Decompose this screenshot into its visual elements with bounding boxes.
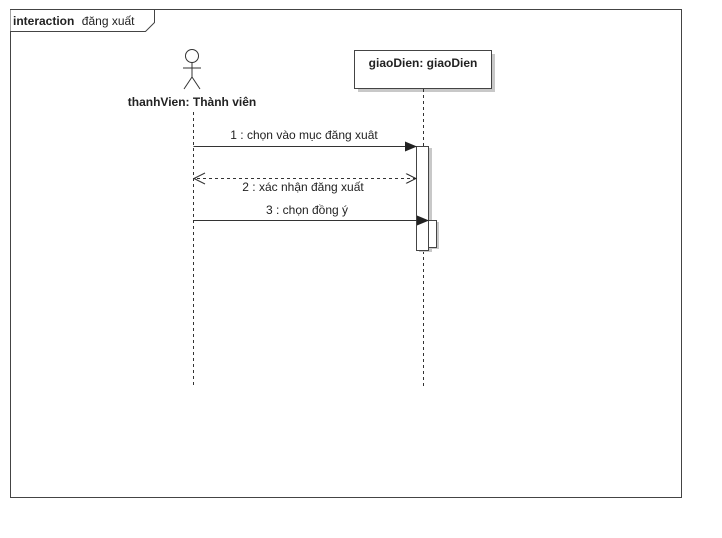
message-2-label: 2 : xác nhận đăng xuất	[242, 180, 364, 194]
message-1[interactable]: 1 : chọn vào mục đăng xuât	[193, 128, 417, 152]
message-2[interactable]: 2 : xác nhận đăng xuất	[193, 172, 417, 194]
interaction-frame: interaction đăng xuất	[10, 9, 682, 498]
message-3-label: 3 : chọn đồng ý	[266, 203, 348, 217]
activation-bar-main	[416, 146, 429, 251]
activation-bar-nested	[428, 220, 437, 248]
message-1-label: 1 : chọn vào mục đăng xuât	[230, 128, 378, 142]
actor-label: thanhVien: Thành viên	[128, 95, 256, 109]
object-box	[354, 50, 492, 89]
participant-giaodien[interactable]: giaoDien: giaoDien	[354, 50, 496, 387]
frame-border	[10, 9, 682, 498]
object-label: giaoDien: giaoDien	[369, 56, 478, 70]
frame-tab	[10, 9, 155, 32]
participant-actor[interactable]: thanhVien: Thành viên	[128, 49, 256, 387]
frame-keyword: interaction	[13, 14, 74, 28]
svg-text:interaction đăng xuất: interaction đăng xuất	[13, 12, 135, 29]
message-3[interactable]: 3 : chọn đồng ý	[193, 203, 429, 226]
frame-name: đăng xuất	[82, 14, 135, 28]
actor-stick-figure-icon	[183, 49, 201, 90]
activation-bars	[416, 146, 439, 252]
